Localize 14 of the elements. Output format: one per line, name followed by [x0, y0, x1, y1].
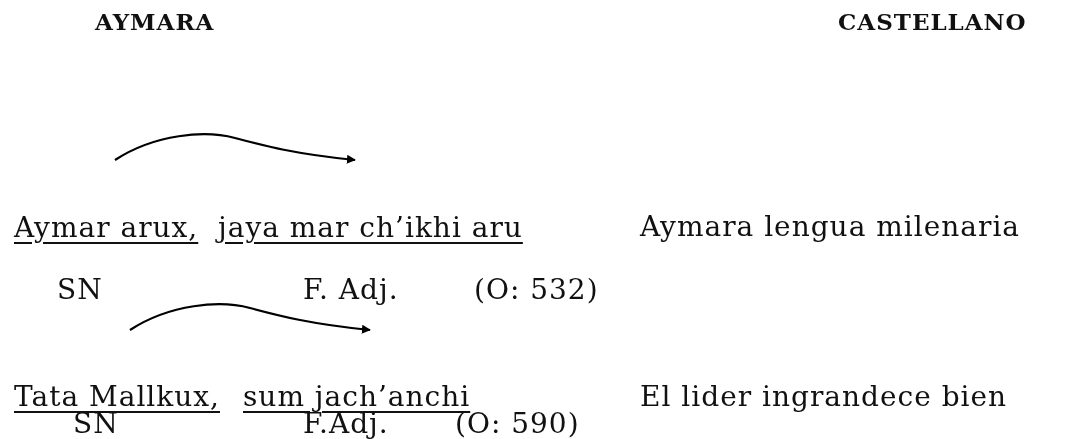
underlined-phrase: Aymar arux,: [14, 212, 199, 244]
grammar-tag: SN: [73, 410, 119, 438]
curved-arrow: [114, 133, 356, 164]
grammar-tag: (O: 590): [455, 410, 580, 438]
underlined-phrase: Tata Mallkux,: [14, 381, 220, 413]
grammar-tag: SN: [57, 276, 103, 304]
underlined-phrase: sum jach’anchi: [243, 381, 471, 413]
translation-text: El lider ingrandece bien: [640, 383, 1008, 411]
translation-text: Aymara lengua milenaria: [640, 213, 1021, 241]
column-heading: AYMARA: [95, 8, 215, 36]
column-heading: CASTELLANO: [838, 8, 1027, 36]
grammar-tag: F. Adj.: [303, 276, 399, 304]
curved-arrow: [129, 303, 371, 334]
grammar-tag: (O: 532): [474, 276, 599, 304]
